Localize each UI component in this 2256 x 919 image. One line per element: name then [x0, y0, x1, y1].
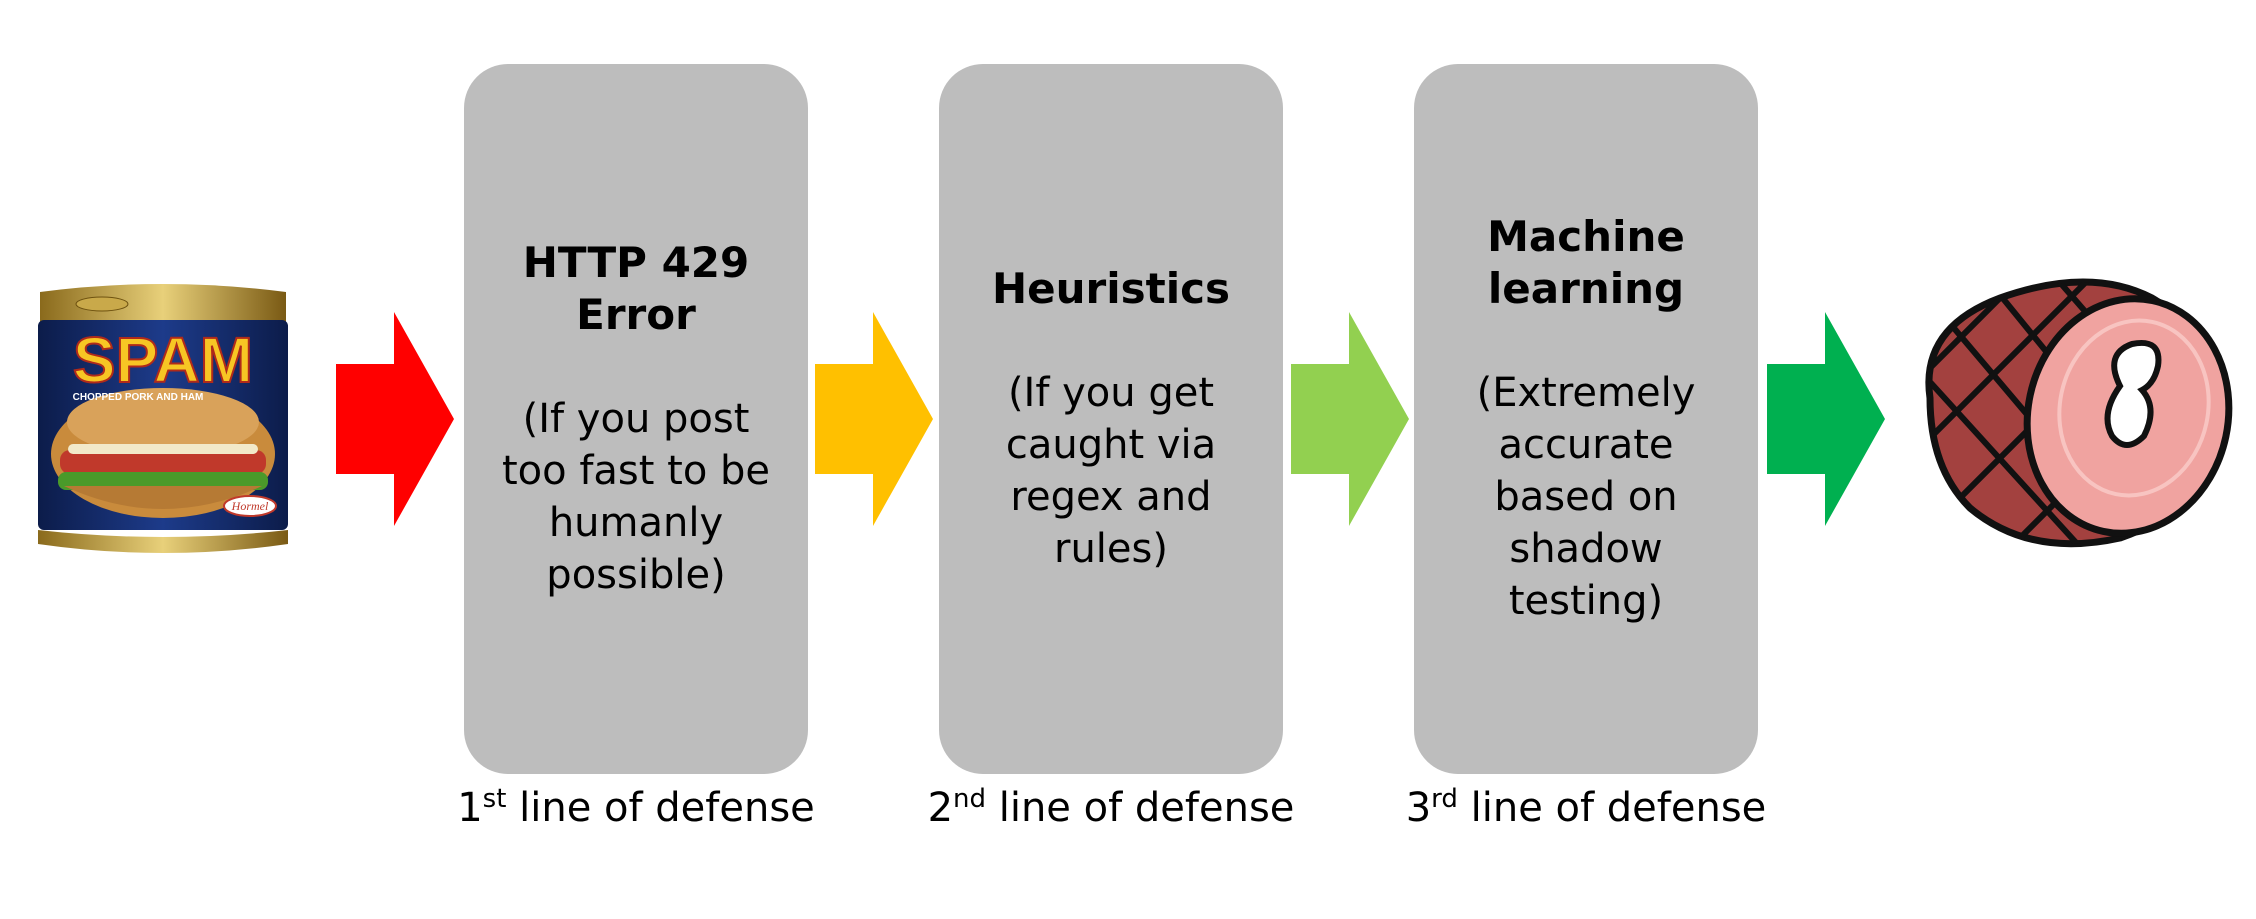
- stage-caption-3: 3rd line of defense: [1405, 784, 1767, 831]
- stage-description: (If you get caught via regex and rules): [1005, 370, 1217, 572]
- stage-description: (If you post too fast to be humanly poss…: [501, 396, 771, 598]
- stage-caption-2: 2nd line of defense: [927, 784, 1295, 831]
- stage-description: (Extremely accurate based on shadow test…: [1476, 370, 1696, 624]
- svg-text:Hormel: Hormel: [231, 499, 269, 513]
- svg-text:SPAM: SPAM: [73, 324, 253, 396]
- stage-title: Heuristics: [991, 264, 1230, 313]
- spam-can-icon: SPAM CHOPPED PORK AND HAM Hormel: [32, 282, 294, 570]
- flow-arrow-3: [1291, 312, 1409, 526]
- flow-arrow-1: [336, 312, 454, 526]
- stage-title: HTTP 429 Error: [522, 238, 750, 339]
- flow-arrow-4: [1767, 312, 1885, 526]
- defense-stage-3: Machine learning (Extremely accurate bas…: [1414, 64, 1758, 774]
- svg-text:CHOPPED PORK AND HAM: CHOPPED PORK AND HAM: [73, 392, 204, 403]
- ham-icon: [1890, 258, 2236, 558]
- defense-stage-1: HTTP 429 Error (If you post too fast to …: [464, 64, 808, 774]
- stage-title: Machine learning: [1487, 212, 1685, 313]
- flow-arrow-2: [815, 312, 933, 526]
- defense-stage-2: Heuristics (If you get caught via regex …: [939, 64, 1283, 774]
- stage-caption-1: 1st line of defense: [457, 784, 815, 831]
